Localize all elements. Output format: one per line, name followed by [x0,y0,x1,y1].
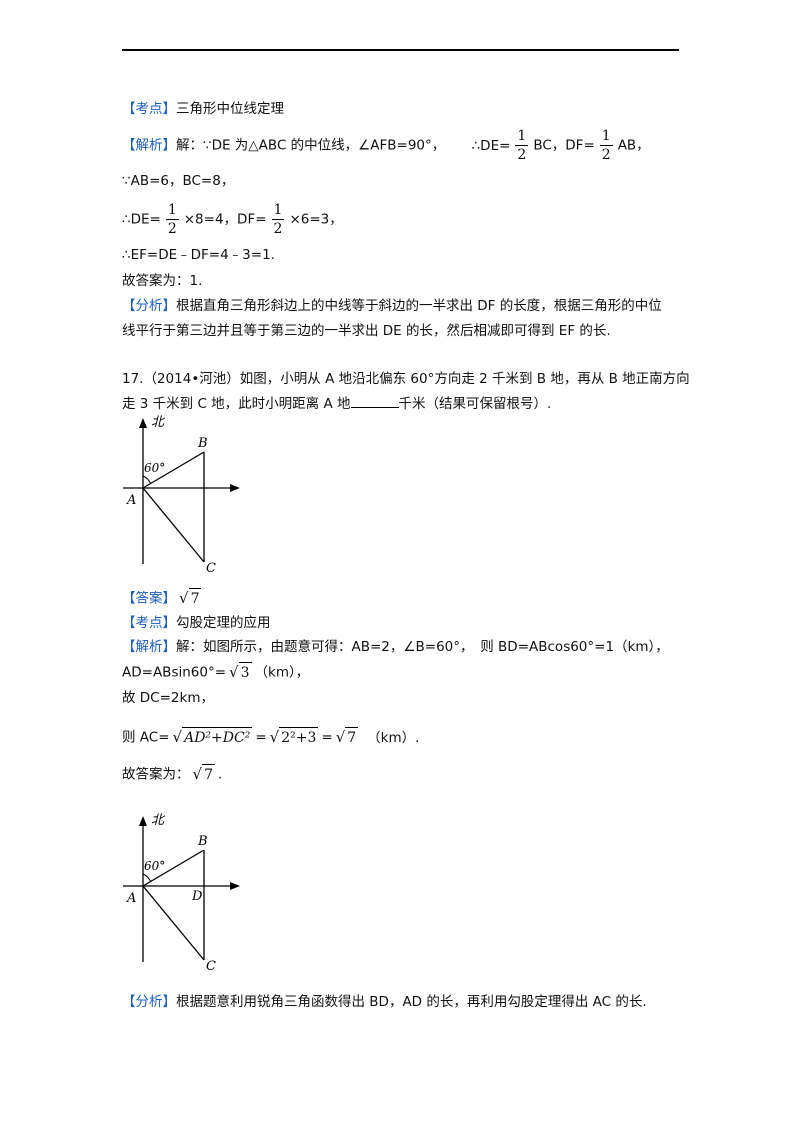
angle-label: 60° [144,859,165,873]
frac-num: 1 [273,202,283,218]
sqrt-3: √3 [229,662,252,683]
jiexi-text: ∴DE= [471,137,511,154]
daan-line: 【答案】√7 [122,588,204,609]
header-rule [122,49,679,51]
fenxi-line-2: 线平行于第三边并且等于第三边的一半求出 DE 的长，然后相减即可得到 EF 的长… [122,323,611,339]
radicand: 3 [238,662,252,683]
kaodian-line-1: 【考点】三角形中位线定理 [122,99,284,119]
frac-den: 2 [517,147,527,163]
result-line: ∴EF=DE﹣DF=4﹣3=1. [122,247,275,263]
point-a-label: A [126,493,136,508]
frac-num: 1 [517,128,527,144]
jiexi-text: 则 AC= [122,729,170,746]
point-c-label: C [206,561,216,574]
sqrt-7: √7 [179,588,202,609]
figure-2: 北 60° A B D C [123,813,240,972]
fenxi-tag: 【分析】 [122,994,176,1010]
angle-label: 60° [144,461,165,475]
answer-line: 故答案为：1. [122,273,203,289]
stem-text: 走 3 千米到 C 地，此时小明距离 A 地 [122,396,351,412]
point-b-label: B [197,834,208,849]
kaodian-line-2: 【考点】勾股定理的应用 [122,613,271,633]
radicand: 2²+3 [279,727,319,748]
fenxi-tag: 【分析】 [122,298,176,314]
jiexi-text: BC，DF= [533,137,595,154]
kaodian-text: 三角形中位线定理 [176,101,284,117]
jiexi-text: （km）， [254,664,310,681]
radicand: 7 [345,727,359,748]
daan-tag: 【答案】 [122,590,176,607]
jiexi-text: 解：∵DE 为△ABC 的中位线，∠AFB=90°， [176,137,446,154]
radicand: 7 [188,588,202,609]
north-label: 北 [151,415,166,430]
question-17-line-1: 17.（2014•河池）如图，小明从 A 地沿北偏东 60°方向走 2 千米到 … [122,371,690,387]
calc-text: ×6=3， [289,211,343,228]
jiexi-text: AB， [617,137,650,154]
jiexi-line-2: 【解析】解：如图所示，由题意可得：AB=2，∠B=60°， 则 BD=ABcos… [122,637,669,657]
jiexi-line-5: 则 AC=√AD²+DC²=√2²+3=√7（km）. [122,727,419,748]
stem-text: 千米（结果可保留根号）. [398,396,552,412]
jiexi-text: （km）. [367,729,420,746]
jiexi-text: 故答案为： [122,766,190,783]
radicand: 7 [202,764,215,785]
frac-den: 2 [167,221,177,237]
frac-den: 2 [273,221,283,237]
answer-blank [350,395,399,408]
question-17-line-2: 走 3 千米到 C 地，此时小明距离 A 地 千米（结果可保留根号）. [122,394,551,414]
point-b-label: B [197,436,208,451]
kaodian-tag: 【考点】 [122,101,176,117]
jiexi-tag: 【解析】 [122,137,176,154]
frac-den: 2 [601,147,611,163]
jiexi-text: AD=ABsin60°= [122,664,227,681]
fenxi-text: 根据直角三角形斜边上的中线等于斜边的一半求出 DF 的长度，根据三角形的中位 [176,298,662,314]
jiexi-text: . [217,766,223,783]
frac-num: 1 [167,202,177,218]
calc-text: ∴DE= [122,211,161,228]
point-a-label: A [126,891,136,906]
point-c-label: C [206,959,216,972]
radicand: AD²+DC² [182,727,253,748]
fenxi-text: 根据题意利用锐角三角函数得出 BD，AD 的长，再利用勾股定理得出 AC 的长. [176,994,647,1010]
jiexi-text: 解：如图所示，由题意可得：AB=2，∠B=60°， 则 BD=ABcos60°=… [176,639,669,655]
jiexi-line-6: 故答案为：√7. [122,764,222,785]
calc-text: ×8=4，DF= [183,211,267,228]
sqrt-ad-dc: √AD²+DC² [172,727,253,748]
sqrt-7: √7 [335,727,359,748]
north-label: 北 [151,813,166,828]
jiexi-line-4: 故 DC=2km， [122,690,214,706]
sqrt-7: √7 [192,764,215,785]
equals: = [255,729,267,746]
figure-1: 北 60° A B C [123,415,240,574]
frac-num: 1 [601,128,611,144]
equals: = [321,729,333,746]
jiexi-line-3: AD=ABsin60°=√3（km）， [122,662,309,683]
kaodian-text: 勾股定理的应用 [176,615,271,631]
sqrt-4-3: √2²+3 [269,727,319,748]
given-line: ∵AB=6，BC=8， [122,173,235,189]
jiexi-tag: 【解析】 [122,639,176,655]
fenxi-line-3: 【分析】根据题意利用锐角三角函数得出 BD，AD 的长，再利用勾股定理得出 AC… [122,992,647,1012]
point-d-label: D [191,889,203,904]
fenxi-line-1: 【分析】根据直角三角形斜边上的中线等于斜边的一半求出 DF 的长度，根据三角形的… [122,296,662,316]
kaodian-tag: 【考点】 [122,615,176,631]
